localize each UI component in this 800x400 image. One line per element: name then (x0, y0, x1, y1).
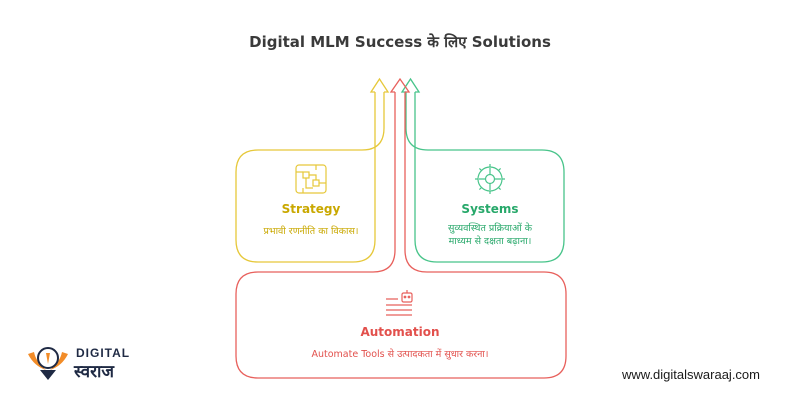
automation-description: Automate Tools से उत्पादकता में सुधार कर… (311, 349, 489, 360)
systems-description-line1: सुव्यवस्थित प्रक्रियाओं के (447, 223, 533, 234)
systems-outline (405, 92, 565, 263)
automation-outline (235, 92, 567, 379)
gear-icon (475, 164, 505, 194)
robot-list-icon (386, 290, 413, 316)
logo-text-digital: DIGITAL (76, 346, 131, 360)
automation-arrowhead (389, 77, 411, 93)
strategy-title: Strategy (281, 202, 341, 216)
systems-description-line2: माध्यम से दक्षता बढ़ाना। (448, 236, 532, 247)
swaraaj-emblem-icon (28, 347, 68, 380)
brand-logo: DIGITAL स्वराज (24, 340, 164, 384)
strategy-outline (235, 92, 385, 263)
systems-title: Systems (461, 202, 519, 216)
website-url: www.digitalswaraaj.com (622, 367, 760, 382)
circuit-board-icon (295, 164, 327, 194)
systems-arrowhead (400, 77, 421, 93)
strategy-description: प्रभावी रणनीति का विकास। (263, 226, 359, 237)
automation-title: Automation (360, 325, 440, 339)
strategy-arrowhead (369, 77, 390, 93)
logo-text-swaraj: स्वराज (74, 362, 115, 382)
page-title: Digital MLM Success के लिए Solutions (249, 33, 551, 51)
